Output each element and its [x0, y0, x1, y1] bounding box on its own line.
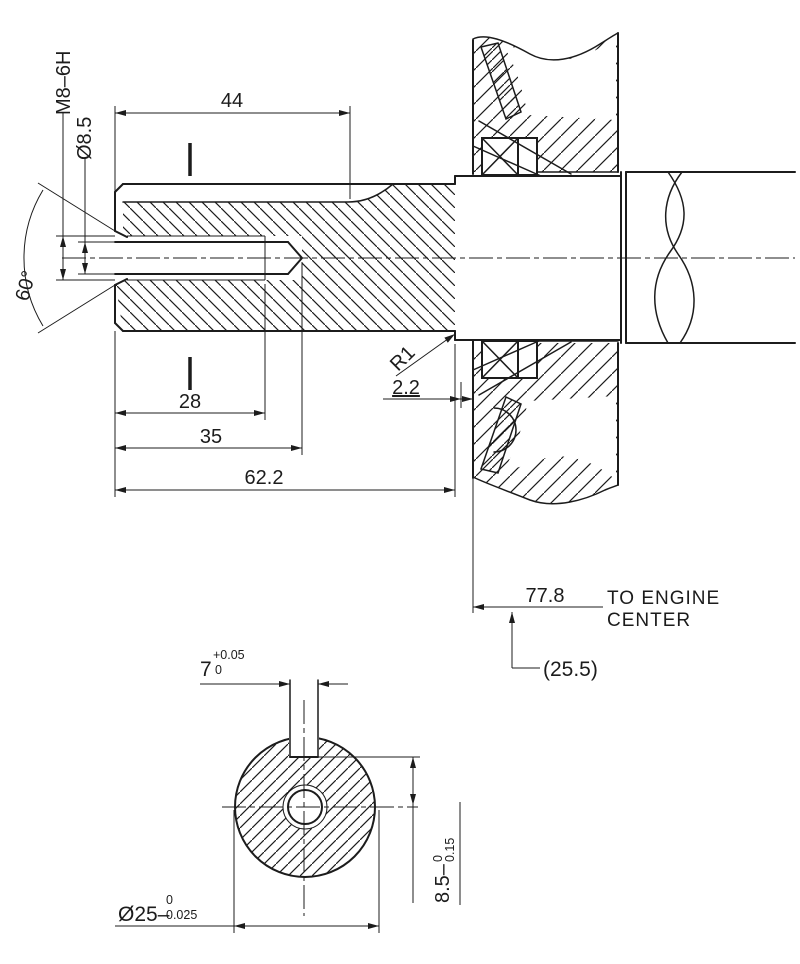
dim-28: 28 [179, 391, 201, 413]
side-view: 44 28 35 62.2 2.2 R1 M8–6H Ø8.5 60° 77.8… [12, 32, 796, 681]
dim-r1: R1 [386, 342, 420, 376]
shaft-dia-base: Ø25– [118, 903, 170, 926]
shaft-break-symbol [654, 171, 695, 344]
crankcase-lower [472, 339, 619, 505]
dim-60deg: 60° [12, 268, 41, 303]
keyway-depth-tol-lower: 0.15 [443, 838, 457, 862]
bearing-lower [481, 340, 538, 379]
crankcase-upper [472, 32, 619, 177]
label-tap-drill: Ø8.5 [74, 117, 96, 160]
dim-25-5-ref: (25.5) [543, 658, 598, 681]
keyway-depth-base: 8.5– [432, 863, 454, 903]
dim-44: 44 [221, 90, 243, 112]
label-thread-spec: M8–6H [53, 51, 75, 115]
keyway-width-tol-upper: +0.05 [213, 648, 245, 662]
section-view: 7 +0.05 0 8.5– 0 0.15 Ø25– 0 0.025 [115, 648, 461, 933]
shaft-section-hatch [115, 184, 455, 331]
keyway-width-tol-lower: 0 [215, 663, 222, 677]
dim-2-2: 2.2 [392, 377, 420, 399]
keyway-depth-tol-upper: 0 [431, 855, 445, 862]
bearing-upper [481, 137, 538, 176]
dim-35: 35 [200, 426, 222, 448]
note-to-engine: TO ENGINE [607, 588, 720, 609]
dim-keyway-depth: 8.5– 0 0.15 [431, 838, 457, 903]
shaft-dia-tol-lower: 0.025 [166, 908, 197, 922]
note-center: CENTER [607, 610, 691, 631]
dim-77-8: 77.8 [526, 585, 565, 607]
dim-62-2: 62.2 [245, 467, 284, 489]
dimension-lines [23, 106, 603, 669]
dim-shaft-dia: Ø25– 0 0.025 [118, 893, 197, 926]
keyway-width-base: 7 [200, 658, 212, 681]
shaft-dia-tol-upper: 0 [166, 893, 173, 907]
dim-keyway-width: 7 +0.05 0 [200, 648, 245, 681]
section-dimension-lines [115, 681, 461, 933]
